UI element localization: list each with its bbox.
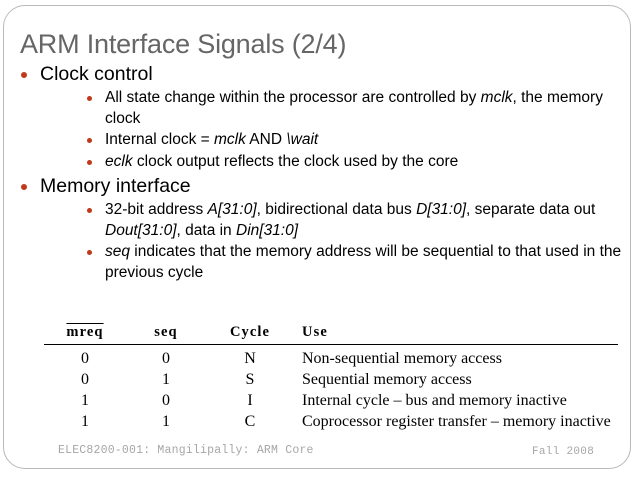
bullet-text: All state change within the processor ar…: [105, 89, 481, 106]
table-row: 1 0 I Internal cycle – bus and memory inact…: [44, 390, 618, 411]
signal-name: mclk: [480, 89, 513, 106]
table-cell: C: [244, 413, 256, 430]
table-cell: 1: [162, 371, 170, 388]
table-cell: Non-sequential memory access: [302, 350, 502, 367]
bullet-text: , bidirectional data bus: [256, 201, 417, 218]
signal-name: A[31:0]: [207, 201, 257, 218]
overlined-signal-name: mreq: [66, 324, 104, 340]
signal-name: seq: [105, 243, 130, 260]
table-body: 0 0 N Non-sequential memory access 0 1 S Sequen…: [44, 345, 618, 433]
outline-bullet: Internal clock = mclk AND \wait: [83, 130, 638, 151]
bullet-text: , data in: [176, 221, 236, 239]
footer-term-label: Fall 2008: [532, 446, 595, 458]
signal-name: mclk: [213, 131, 246, 148]
outline-bullet: All state change within the processor ar…: [83, 88, 638, 129]
table-cell: I: [247, 392, 253, 409]
table-row: 0 1 S Sequential memory access: [44, 369, 618, 390]
bullet-text: 32-bit address: [105, 201, 208, 218]
signal-name: \wait: [286, 131, 319, 148]
table-cell: 1: [81, 413, 89, 430]
bullet-text: AND: [245, 131, 287, 148]
bullet-text: clock output reflects the clock used by …: [132, 152, 459, 170]
bullet-text: indicates that the memory address will b…: [105, 243, 622, 281]
footer-course-label: ELEC8200-001: Mangilipally: ARM Core: [58, 444, 314, 457]
signal-name: D[31:0]: [416, 201, 467, 218]
signal-name: Din[31:0]: [236, 221, 299, 239]
page-title: ARM Interface Signals (2/4): [20, 29, 347, 60]
signal-name: eclk: [105, 152, 133, 170]
table-cell: S: [245, 371, 255, 388]
table-cell: Sequential memory access: [302, 371, 472, 388]
table-column-header: seq: [126, 324, 206, 345]
bullet-text: , the memory clock: [105, 89, 603, 127]
outline-bullet: eclk clock output reflects the clock use…: [83, 152, 638, 173]
outline-heading-label: Clock control: [40, 63, 153, 85]
table-cell: 0: [162, 350, 170, 367]
outline-bullet: seq indicates that the memory address wi…: [83, 242, 638, 283]
signal-name: Dout[31:0]: [105, 221, 177, 239]
table-column-header: mreq: [44, 324, 126, 345]
table-cell: 1: [162, 413, 170, 430]
table-column-header: Cycle: [206, 324, 294, 345]
table-row: 1 1 C Coprocessor register transfer – memor…: [44, 411, 618, 432]
bullet-text: , separate data out: [466, 201, 596, 218]
table-cell: 0: [81, 371, 89, 388]
outline-level2-list: 32-bit address A[31:0], bidirectional da…: [40, 200, 638, 283]
table-cell: 0: [162, 392, 170, 409]
table-cell: N: [244, 350, 256, 367]
table-cell: Coprocessor register transfer – memory i…: [302, 413, 611, 430]
table-row: 0 0 N Non-sequential memory access: [44, 345, 618, 370]
outline-level2-list: All state change within the processor ar…: [40, 88, 638, 172]
table-cell: 1: [81, 392, 89, 409]
outline-bullet: 32-bit address A[31:0], bidirectional da…: [83, 200, 638, 241]
table-cell: Internal cycle – bus and memory inactive: [302, 392, 567, 409]
bullet-text: Internal clock =: [105, 131, 214, 148]
table-column-header: Use: [294, 324, 618, 345]
outline-heading-label: Memory interface: [40, 175, 191, 197]
table-cell: 0: [81, 350, 89, 367]
